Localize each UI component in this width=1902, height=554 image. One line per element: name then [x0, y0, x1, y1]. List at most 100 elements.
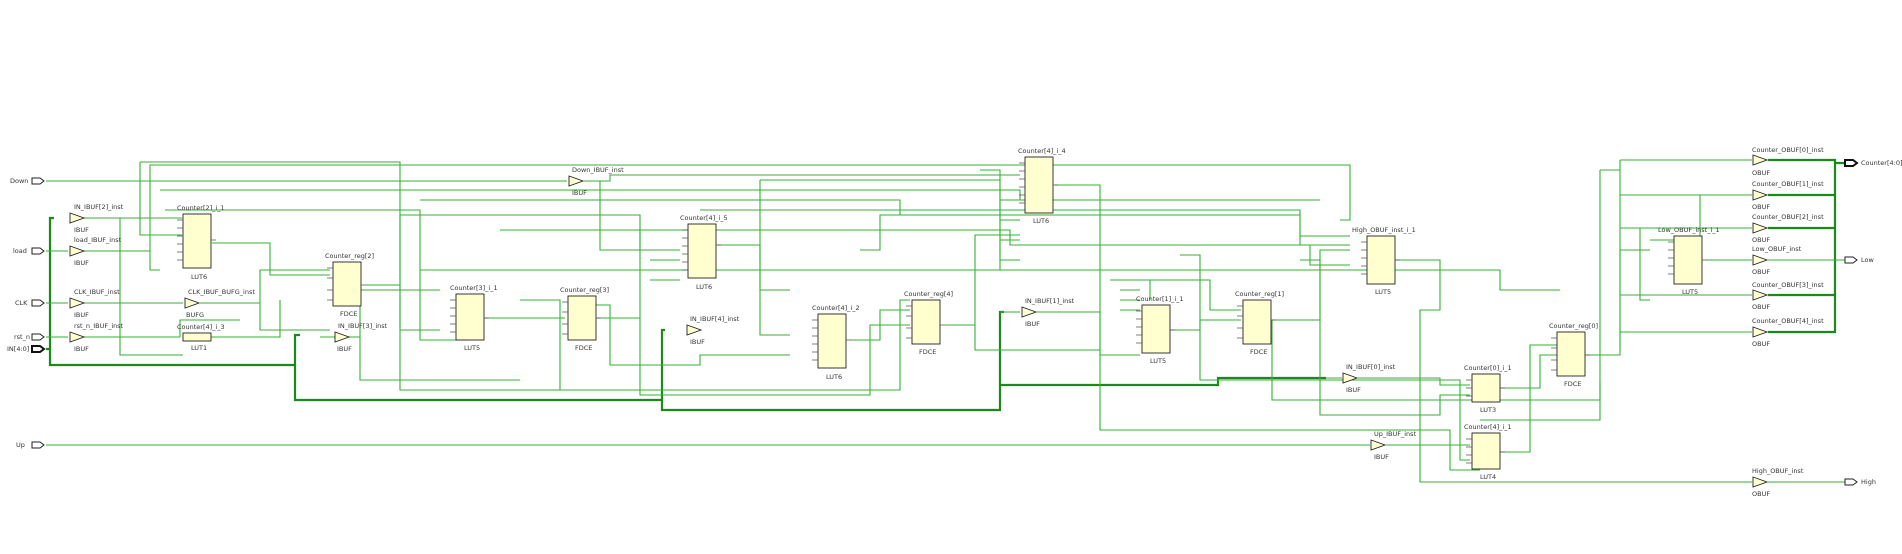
buffer-in-ibuf-0[interactable]: IN_IBUF[0]_inst IBUF — [1342, 363, 1396, 394]
cell-high-obuf-inst-i-1[interactable]: High_OBUF_inst_i_1 LUT5 — [1352, 226, 1416, 296]
buffer-in-ibuf-4[interactable]: IN_IBUF[4]_inst IBUF — [686, 315, 740, 346]
buffer-up-ibuf[interactable]: Up_IBUF_inst IBUF — [1370, 430, 1417, 461]
buffer-counter-obuf-3[interactable]: Counter_OBUF[3]_inst OBUF — [1752, 281, 1824, 311]
buffer-in-ibuf-1[interactable]: IN_IBUF[1]_inst IBUF — [1021, 297, 1075, 328]
buffer-load-ibuf[interactable]: load_IBUF_inst IBUF — [69, 236, 122, 267]
port-rst-n-label: rst_n — [14, 333, 30, 341]
buffer-in-ibuf-1-name: IN_IBUF[1]_inst — [1025, 297, 1075, 305]
buffer-counter-obuf-2[interactable]: Counter_OBUF[2]_inst OBUF — [1752, 213, 1824, 244]
cell-counter-2-i-1[interactable]: Counter[2]_i_1 LUT6 — [177, 204, 225, 281]
cell-counter-4-i-5-type: LUT6 — [696, 283, 712, 291]
port-up[interactable]: Up — [16, 441, 45, 449]
buffer-load-ibuf-type: IBUF — [74, 259, 89, 267]
buffer-counter-obuf-3-name: Counter_OBUF[3]_inst — [1752, 281, 1824, 289]
cell-counter-reg-0[interactable]: Counter_reg[0] FDCE — [1549, 322, 1598, 388]
cell-counter-3-i-1[interactable]: Counter[3]_i_1 LUT5 — [450, 284, 498, 352]
cell-low-obuf-inst-i-1-type: LUT5 — [1682, 288, 1698, 296]
port-low[interactable]: Low — [1844, 256, 1874, 264]
buffer-low-obuf-name: Low_OBUF_inst — [1752, 245, 1802, 253]
cell-counter-0-i-1-type: LUT3 — [1480, 406, 1496, 414]
cell-counter-2-i-1-type: LUT6 — [191, 273, 207, 281]
buffer-in-ibuf-3[interactable]: IN_IBUF[3]_inst IBUF — [334, 322, 388, 353]
cell-counter-0-i-1[interactable]: Counter[0]_i_1 LUT3 — [1464, 364, 1512, 414]
buffer-counter-obuf-0-type: OBUF — [1752, 169, 1770, 177]
buffer-clk-ibuf[interactable]: CLK_IBUF_inst IBUF — [69, 288, 120, 319]
output-ports: Counter[4:0] Low High — [1844, 159, 1902, 486]
cell-counter-2-i-1-name: Counter[2]_i_1 — [177, 204, 225, 212]
cell-counter-4-i-5[interactable]: Counter[4]_i_5 LUT6 — [680, 214, 728, 291]
cell-counter-reg-1[interactable]: Counter_reg[1] FDCE — [1235, 290, 1284, 356]
buffer-rst-n-ibuf-type: IBUF — [74, 345, 89, 353]
port-low-label: Low — [1861, 256, 1874, 264]
buffer-high-obuf[interactable]: High_OBUF_inst OBUF — [1752, 467, 1804, 498]
buffer-in-ibuf-3-type: IBUF — [337, 345, 352, 353]
cell-counter-reg-3[interactable]: Counter_reg[3] FDCE — [560, 286, 609, 352]
port-down-label: Down — [10, 177, 28, 185]
port-clk[interactable]: CLK — [15, 299, 45, 307]
logic-cells: Counter[2]_i_1 LUT6 Counter[4]_i_3 LUT1 … — [177, 147, 1720, 481]
cell-counter-0-i-1-name: Counter[0]_i_1 — [1464, 364, 1512, 372]
buffer-clk-bufg[interactable]: CLK_IBUF_BUFG_inst BUFG — [184, 288, 255, 319]
buffer-high-obuf-type: OBUF — [1752, 490, 1770, 498]
port-load-label: load — [13, 247, 27, 255]
buffer-in-ibuf-3-name: IN_IBUF[3]_inst — [338, 322, 388, 330]
buffer-down-ibuf[interactable]: Down_IBUF_inst IBUF — [568, 166, 624, 197]
buffer-counter-obuf-4[interactable]: Counter_OBUF[4]_inst OBUF — [1752, 317, 1824, 348]
buffer-counter-obuf-0-name: Counter_OBUF[0]_inst — [1752, 146, 1824, 154]
buffer-in-ibuf-4-name: IN_IBUF[4]_inst — [690, 315, 740, 323]
cell-counter-reg-2[interactable]: Counter_reg[2] FDCE — [325, 252, 374, 318]
cell-counter-4-i-2[interactable]: Counter[4]_i_2 LUT6 — [812, 304, 860, 381]
buffer-counter-obuf-3-type: OBUF — [1752, 303, 1770, 311]
buffer-clk-ibuf-name: CLK_IBUF_inst — [74, 288, 120, 296]
cell-counter-4-i-4[interactable]: Counter[4]_i_4 LUT6 — [1018, 147, 1066, 225]
cell-counter-reg-3-type: FDCE — [575, 344, 592, 352]
buffer-in-ibuf-1-type: IBUF — [1025, 320, 1040, 328]
input-ports: Down load CLK rst_n IN[4:0] Up — [7, 177, 46, 449]
buffer-counter-obuf-4-type: OBUF — [1752, 340, 1770, 348]
port-in-bus[interactable]: IN[4:0] — [7, 345, 46, 353]
cell-low-obuf-inst-i-1[interactable]: Low_OBUF_inst_i_1 LUT5 — [1658, 226, 1720, 296]
buffer-in-ibuf-2[interactable]: IN_IBUF[2]_inst IBUF — [69, 203, 124, 234]
cell-counter-1-i-1-name: Counter[1]_i_1 — [1136, 295, 1184, 303]
cell-counter-reg-1-name: Counter_reg[1] — [1235, 290, 1284, 298]
buffer-in-ibuf-2-type: IBUF — [74, 226, 89, 234]
cell-low-obuf-inst-i-1-name: Low_OBUF_inst_i_1 — [1658, 226, 1720, 234]
buffer-counter-obuf-2-type: OBUF — [1752, 236, 1770, 244]
cell-counter-3-i-1-type: LUT5 — [464, 344, 480, 352]
buffer-counter-obuf-0[interactable]: Counter_OBUF[0]_inst OBUF — [1752, 146, 1824, 177]
buffer-high-obuf-name: High_OBUF_inst — [1752, 467, 1804, 475]
cell-counter-3-i-1-name: Counter[3]_i_1 — [450, 284, 498, 292]
port-load[interactable]: load — [13, 247, 45, 255]
cell-counter-reg-1-type: FDCE — [1250, 348, 1267, 356]
cell-high-obuf-inst-i-1-name: High_OBUF_inst_i_1 — [1352, 226, 1416, 234]
cell-counter-4-i-2-name: Counter[4]_i_2 — [812, 304, 860, 312]
port-down[interactable]: Down — [10, 177, 45, 185]
port-up-label: Up — [16, 441, 25, 449]
cell-counter-4-i-1-type: LUT4 — [1480, 473, 1496, 481]
port-in-bus-label: IN[4:0] — [7, 345, 29, 353]
cell-counter-1-i-1[interactable]: Counter[1]_i_1 LUT5 — [1136, 295, 1184, 365]
cell-counter-4-i-2-type: LUT6 — [826, 373, 842, 381]
cell-counter-4-i-4-name: Counter[4]_i_4 — [1018, 147, 1066, 155]
cell-counter-reg-2-name: Counter_reg[2] — [325, 252, 374, 260]
cell-pins — [177, 162, 1707, 464]
cell-counter-4-i-1-name: Counter[4]_i_1 — [1464, 423, 1512, 431]
cell-counter-4-i-1[interactable]: Counter[4]_i_1 LUT4 — [1464, 423, 1512, 481]
buffer-rst-n-ibuf[interactable]: rst_n_IBUF_inst IBUF — [69, 322, 124, 353]
buffer-clk-bufg-type: BUFG — [186, 311, 204, 319]
cell-counter-reg-4[interactable]: Counter_reg[4] FDCE — [904, 290, 953, 356]
buffer-in-ibuf-0-name: IN_IBUF[0]_inst — [1346, 363, 1396, 371]
buffer-rst-n-ibuf-name: rst_n_IBUF_inst — [74, 322, 124, 330]
buffer-down-ibuf-name: Down_IBUF_inst — [572, 166, 624, 174]
port-rst-n[interactable]: rst_n — [14, 333, 45, 341]
port-counter[interactable]: Counter[4:0] — [1844, 159, 1902, 167]
cell-counter-4-i-3[interactable]: Counter[4]_i_3 LUT1 — [177, 323, 225, 352]
buffer-low-obuf[interactable]: Low_OBUF_inst OBUF — [1752, 245, 1802, 276]
port-high[interactable]: High — [1844, 478, 1876, 486]
buffer-up-ibuf-type: IBUF — [1374, 453, 1389, 461]
cell-high-obuf-inst-i-1-type: LUT5 — [1375, 288, 1391, 296]
buffer-load-ibuf-name: load_IBUF_inst — [74, 236, 122, 244]
cell-counter-4-i-3-type: LUT1 — [191, 344, 207, 352]
buffer-counter-obuf-1[interactable]: Counter_OBUF[1]_inst OBUF — [1752, 180, 1824, 211]
